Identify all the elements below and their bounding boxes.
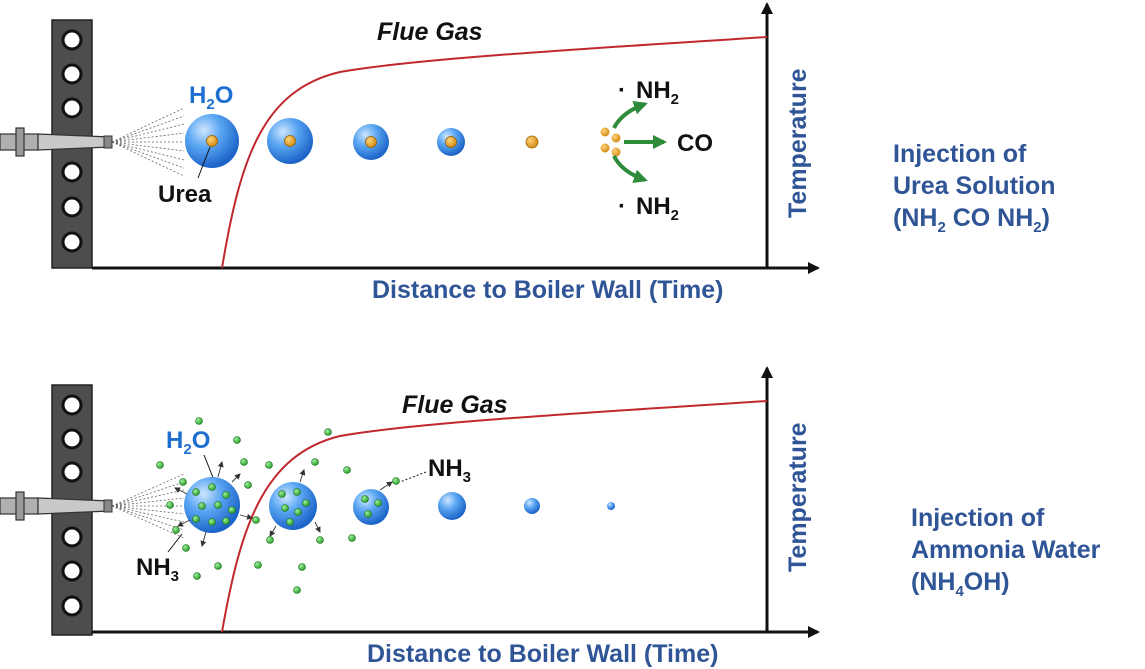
- temperature-curve: [221, 400, 768, 633]
- urea-formula: (NH2 CO NH2): [893, 204, 1050, 236]
- spray-fan: [111, 107, 185, 177]
- urea-core: [445, 136, 457, 148]
- arrow-to-nh2-bottom: [612, 155, 648, 183]
- panel-ammonia: Flue Gas Distance to Boiler Wall (Time) …: [0, 366, 820, 668]
- x-axis-label: Distance to Boiler Wall (Time): [367, 640, 718, 668]
- nh3-lower-pointer: [167, 533, 183, 553]
- water-label: H2O: [189, 82, 233, 113]
- water-pointer: [203, 454, 215, 481]
- y-axis-label: Temperature: [784, 422, 812, 572]
- droplet: [607, 502, 615, 510]
- ammonia-injection-label: Injection of Ammonia Water (NH4OH): [911, 502, 1100, 608]
- urea-line1: Injection of: [893, 140, 1027, 168]
- decomposition: [600, 101, 667, 183]
- urea-pointer: [197, 146, 211, 179]
- urea-core: [206, 135, 218, 147]
- y-axis-label: Temperature: [784, 68, 812, 218]
- ammonia-line2: Ammonia Water: [911, 536, 1101, 564]
- flue-gas-label: Flue Gas: [377, 18, 483, 46]
- urea-core: [525, 135, 539, 149]
- nh3-lower-label: NH3: [136, 554, 179, 585]
- flue-gas-label: Flue Gas: [402, 391, 508, 419]
- panel-urea: Flue Gas Distance to Boiler Wall (Time) …: [0, 2, 820, 304]
- urea-line2: Urea Solution: [893, 172, 1056, 200]
- droplet: [438, 492, 466, 520]
- urea-label: Urea: [158, 181, 212, 208]
- emission-arrows: [174, 461, 393, 547]
- urea-core: [365, 136, 377, 148]
- urea-droplets: [185, 114, 539, 168]
- nh3-upper-label: NH3: [428, 455, 471, 486]
- droplet: [524, 498, 540, 514]
- water-label: H2O: [166, 427, 210, 458]
- ammonia-formula: (NH4OH): [911, 568, 1010, 600]
- ammonia-line1: Injection of: [911, 504, 1045, 532]
- nh3-upper-pointer: [399, 471, 427, 483]
- nh2-bottom-label: ·NH2: [618, 193, 679, 224]
- injection-nozzle: [0, 127, 113, 157]
- x-axis-label: Distance to Boiler Wall (Time): [372, 276, 723, 304]
- urea-core: [284, 135, 296, 147]
- temperature-curve: [221, 36, 768, 269]
- arrow-to-nh2-top: [612, 101, 648, 129]
- nh2-top-label: ·NH2: [618, 77, 679, 108]
- urea-injection-label: Injection of Urea Solution (NH2 CO NH2): [893, 138, 1056, 244]
- dissolved-nh3: [192, 483, 382, 526]
- released-nh3: [156, 417, 400, 594]
- droplet: [353, 489, 389, 525]
- injection-nozzle: [0, 491, 113, 521]
- co-label: CO: [677, 130, 713, 157]
